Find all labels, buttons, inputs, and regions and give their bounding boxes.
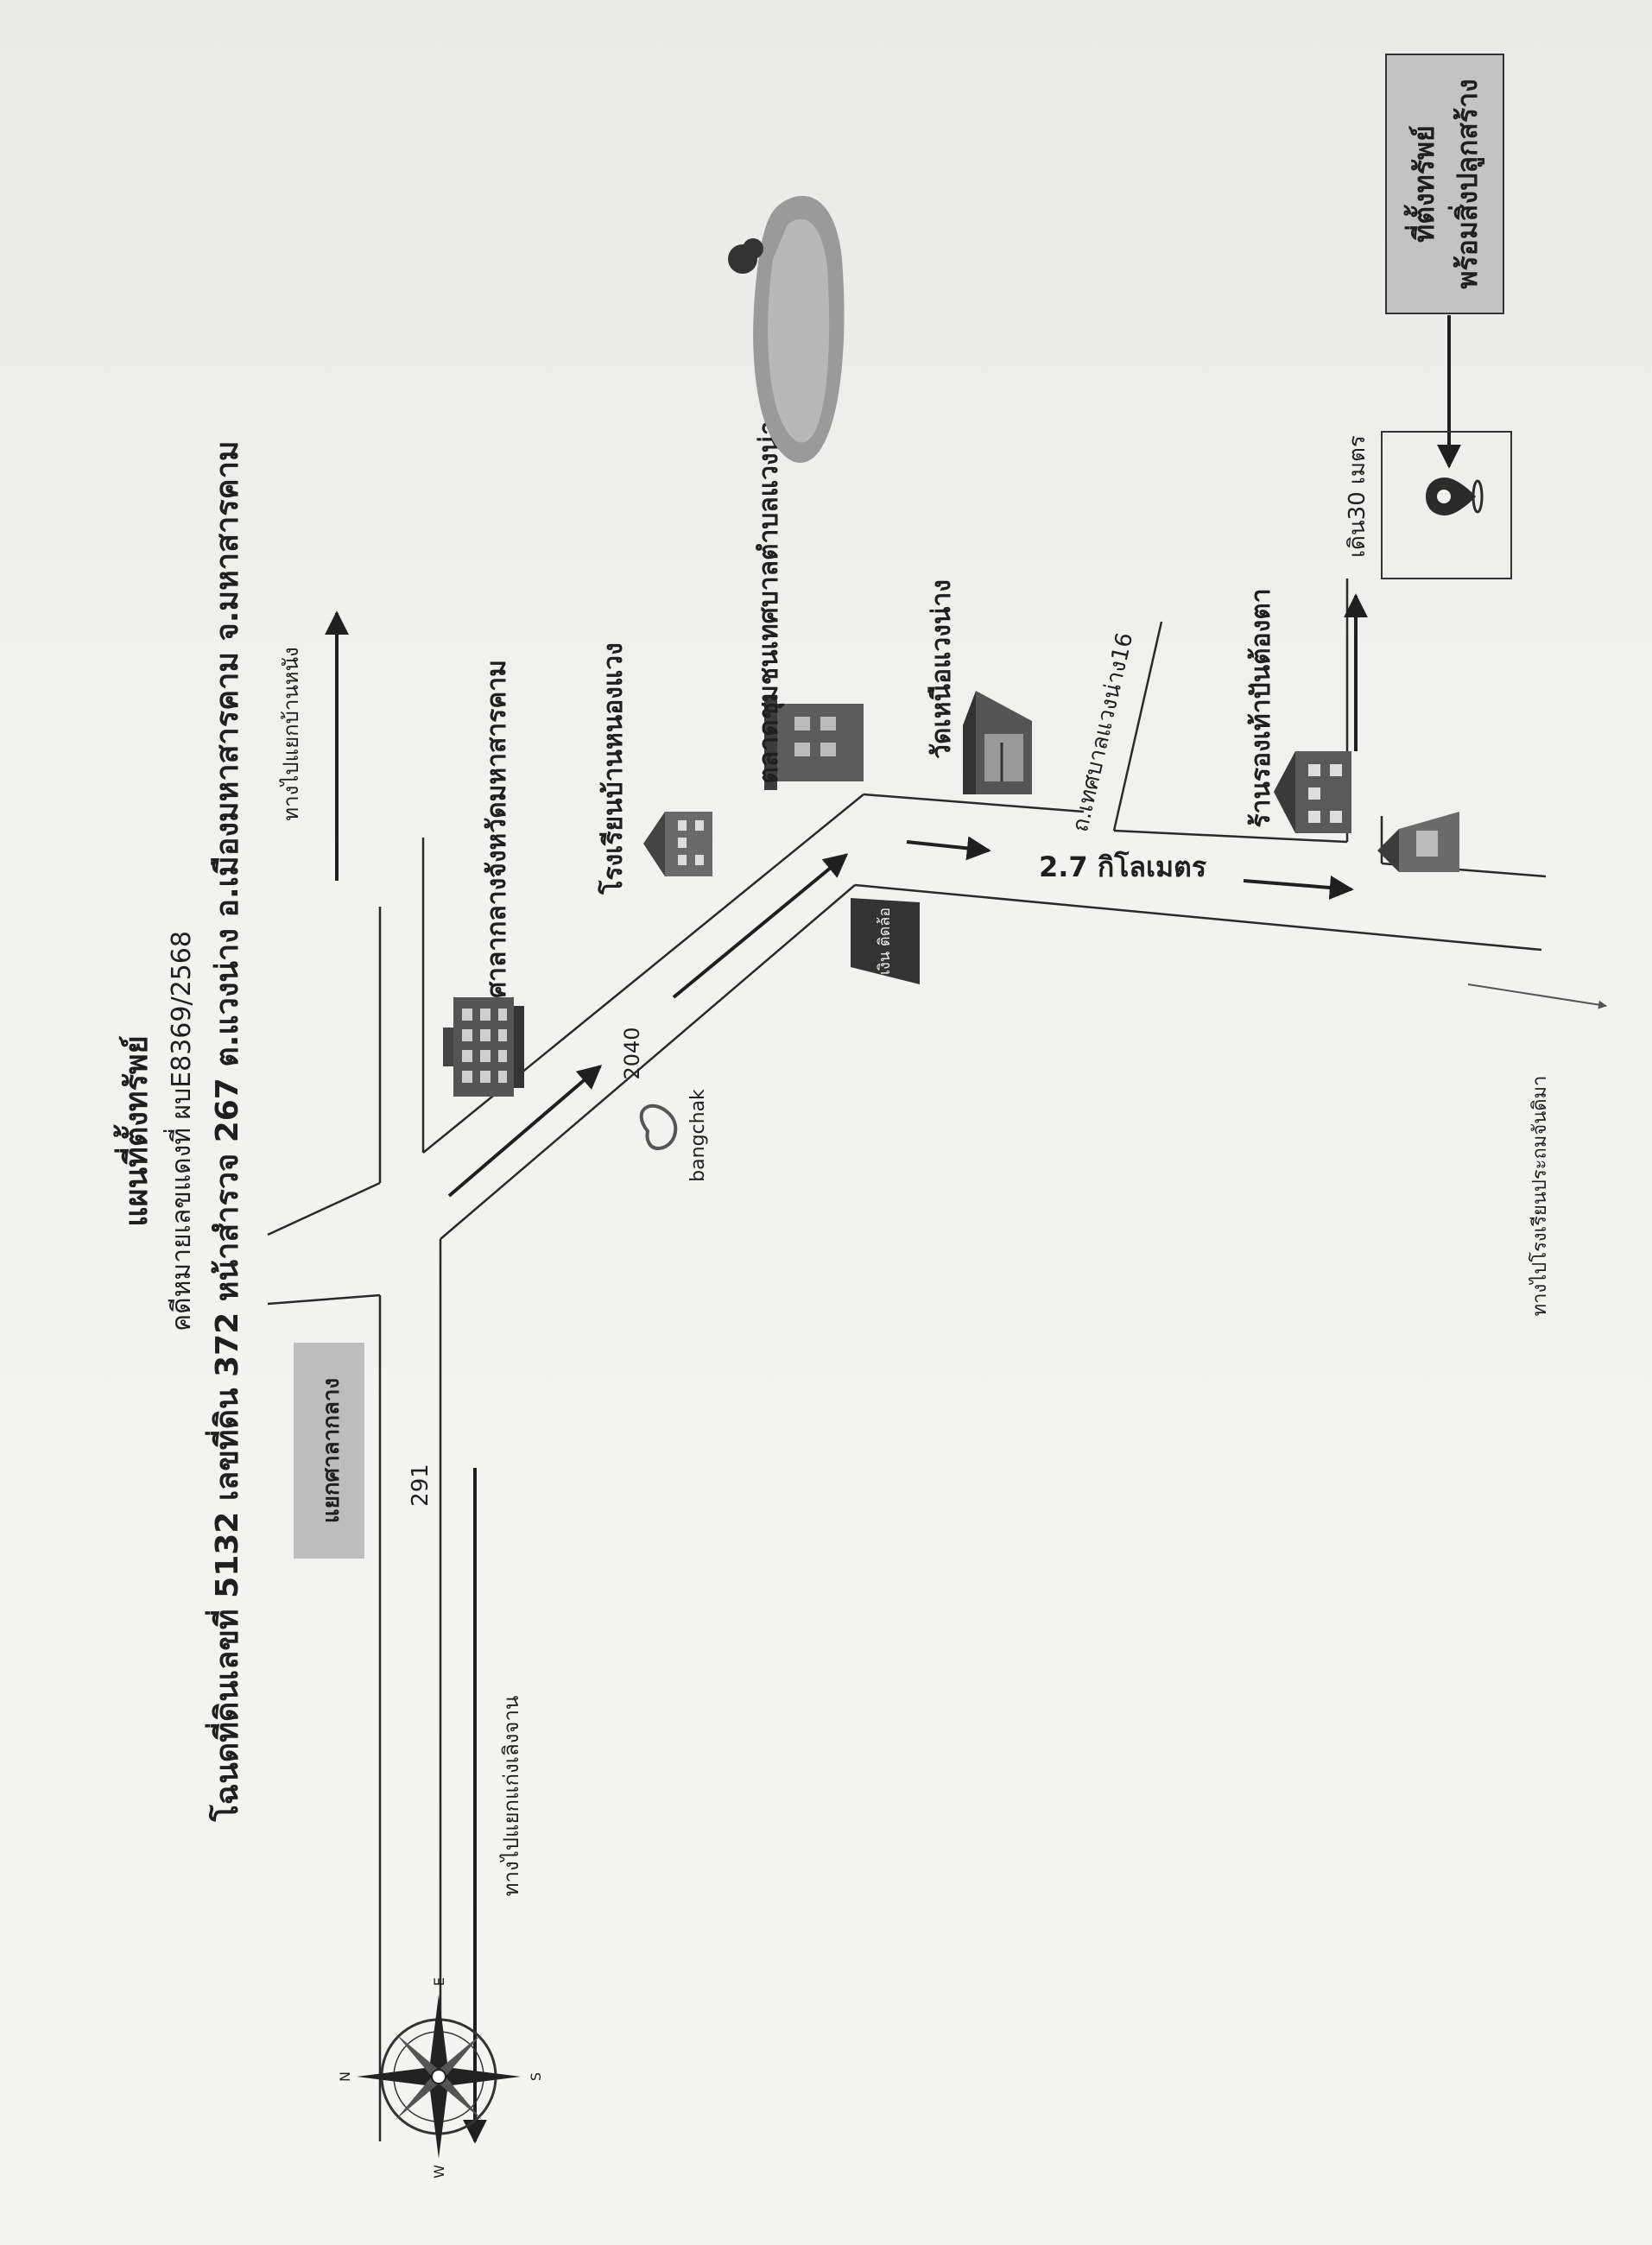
bangchak-label: bangchak: [687, 1089, 709, 1182]
city-hall-icon: [443, 997, 524, 1097]
location-pin-icon: [1426, 477, 1484, 515]
intersection-label: แยกศาลากลาง: [294, 1343, 364, 1559]
school-label: โรงเรียนบ้านหนองแวง: [597, 642, 629, 895]
cross-road-upper-left: [267, 1293, 381, 1306]
compass-w: W: [431, 2165, 447, 2179]
school-icon: [643, 812, 712, 876]
temple-label: วัดเหนือแวงน่าง: [927, 579, 957, 759]
property-plot-box: [1381, 431, 1512, 579]
title-line1: แผนที่ตั้งทรัพย์: [113, 1035, 155, 1226]
arrow-2040-a: [447, 1065, 603, 1198]
compass-rose-icon: N S E W: [337, 1977, 544, 2179]
shoe-shop-icon: [1274, 751, 1351, 833]
to-kaeng-loeng-chan: ทางไปแยกแก่งเลิงจาน: [499, 1696, 523, 1897]
side-road-16: [1112, 621, 1163, 832]
road-291-label: 291: [408, 1464, 434, 1507]
road-2040-bottom: [440, 884, 856, 1240]
arrow-to-school-bottom: [1467, 983, 1607, 1009]
main-road-top-2: [1113, 829, 1348, 844]
route-arrows: [325, 315, 1461, 2144]
shoe-shop-label: ร้านรองเท้าปันต้องตา: [1246, 588, 1276, 827]
title-line2: คดีหมายเลขแดงที่ ผบE8369/2568: [163, 931, 197, 1331]
city-hall-label: ศาลากลางจังหวัดมหาสารคาม: [482, 660, 512, 998]
arrow-east-1: [906, 836, 991, 861]
walk-label: เดิน30 เมตร: [1345, 435, 1370, 558]
intersection-label-text: แยกศาลากลาง: [319, 1378, 345, 1523]
arrow-2040-b: [672, 853, 849, 999]
roads: [267, 579, 1547, 2141]
bank-sign-icon: เงิน ติดล้อ: [851, 898, 920, 984]
bangchak-logo: bangchak: [639, 1089, 709, 1182]
market-label: ตลาดชุมชนเทศบาลตำบลแวงน่าง: [754, 408, 785, 783]
main-road-bottom: [854, 883, 1542, 952]
property-label: ที่ตั้งทรัพย์ พร้อมสิ่งปลูกสร้าง: [1385, 54, 1504, 314]
compass-s: S: [528, 2072, 544, 2081]
compass-e: E: [431, 1977, 447, 1986]
to-ban-nong: ทางไปแยกบ้านหนัง: [279, 647, 303, 820]
distance-label: 2.7 กิโลเมตร: [1039, 851, 1206, 883]
pond-icon: [728, 195, 845, 463]
road-2040-label: 2040: [620, 1027, 644, 1079]
to-school-bottom: ทางไปโรงเรียนประถมจันดิมา: [1529, 1076, 1551, 1317]
title-line3: โฉนดที่ดินเลขที่ 5132 เลขที่ดิน 372 หน้า…: [205, 440, 245, 1822]
property-label-line1: ที่ตั้งทรัพย์: [1403, 125, 1440, 243]
house-icon: [1377, 812, 1459, 872]
temple-icon: [963, 691, 1032, 794]
cross-road-upper-right: [267, 1181, 381, 1236]
market-icon: [764, 695, 864, 790]
side-road-label: ถ.เทศบาลแวงน่าง16: [1067, 630, 1138, 834]
property-label-line2: พร้อมสิ่งปลูกสร้าง: [1447, 79, 1485, 288]
main-road-top: [863, 793, 1085, 813]
property-label-box: [1385, 54, 1504, 314]
bank-sign-label: เงิน ติดล้อ: [876, 907, 894, 975]
property-plot: [1381, 431, 1512, 579]
title-block: แผนที่ตั้งทรัพย์ คดีหมายเลขแดงที่ ผบE836…: [113, 440, 245, 1822]
compass-n: N: [337, 2071, 353, 2082]
arrow-east-2: [1243, 876, 1354, 900]
intersection-label-box: [294, 1343, 364, 1559]
